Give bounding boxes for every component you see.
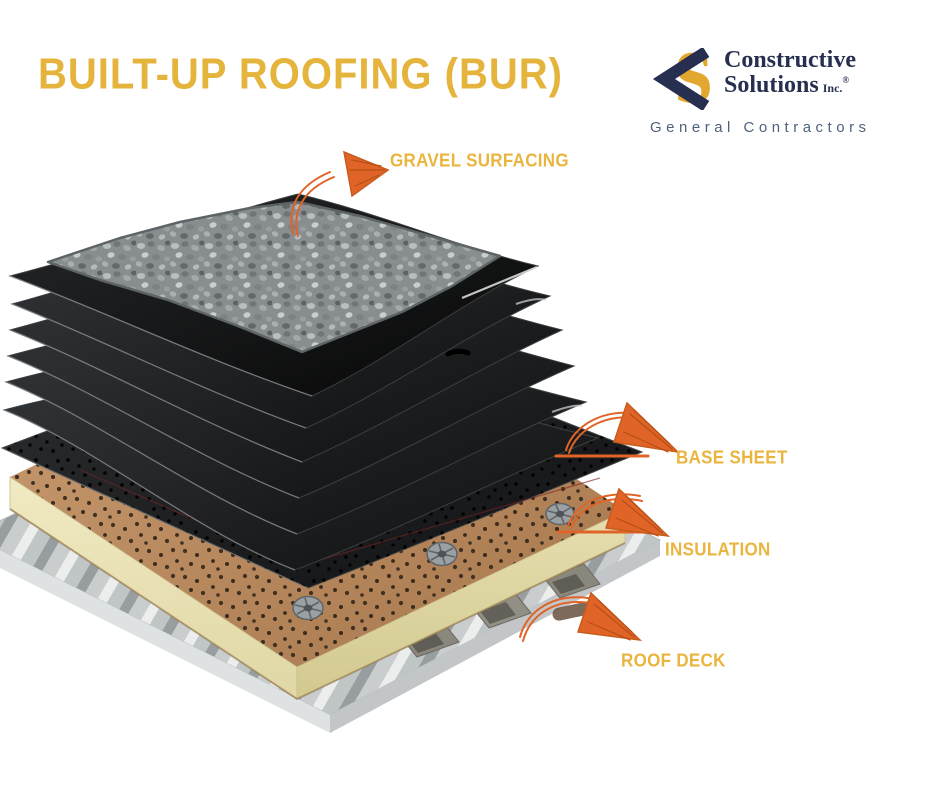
- membrane-highlight: [461, 265, 538, 300]
- registered-mark: ®: [842, 75, 850, 86]
- fastener-icon: [545, 502, 575, 526]
- label-roof-deck: ROOF DECK: [621, 650, 726, 671]
- base-sheet-arrow-icon: [554, 401, 681, 458]
- logo-monogram-icon: S: [652, 48, 713, 110]
- roof-deck-arrow-icon: [519, 591, 643, 642]
- page-title: BUILT-UP ROOFING (BUR): [38, 50, 563, 99]
- roof-deck-edge: [0, 550, 330, 733]
- insulation-fasteners: [292, 502, 575, 621]
- gravel-surfacing-layer: [8, 193, 540, 397]
- logo-tagline: General Contractors: [650, 119, 871, 136]
- annotation-arrows: [290, 150, 681, 642]
- label-base-sheet: BASE SHEET: [676, 447, 788, 468]
- marker-blob: [445, 348, 471, 357]
- fastener-icon: [426, 541, 458, 567]
- logo-name-line1: Constructive: [724, 47, 856, 73]
- gravel-texture: [46, 200, 502, 354]
- fastener-icon: [292, 595, 324, 621]
- logo-suffix: Inc.: [822, 81, 843, 96]
- label-gravel-surfacing: GRAVEL SURFACING: [390, 150, 569, 171]
- label-insulation: INSULATION: [665, 539, 771, 560]
- logo-chevron-top-arm: [680, 48, 710, 72]
- gravel-arrow-icon: [290, 150, 390, 237]
- insulation-arrow-icon: [556, 487, 671, 538]
